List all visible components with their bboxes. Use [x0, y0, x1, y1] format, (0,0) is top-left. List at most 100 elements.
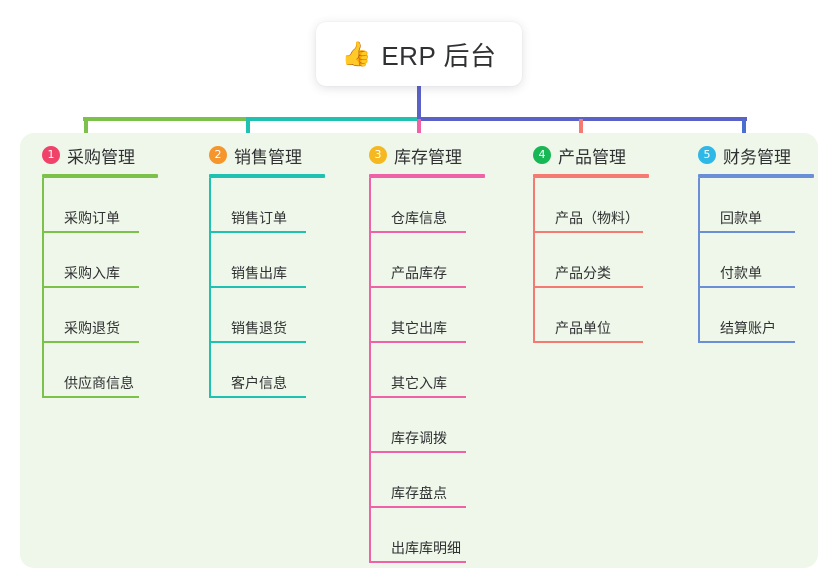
- leaf-item-label: 客户信息: [231, 375, 287, 391]
- column-header-1[interactable]: 1 采购管理: [31, 143, 158, 167]
- leaf-item[interactable]: 客户信息: [209, 343, 325, 398]
- leaf-item-label: 仓库信息: [391, 210, 447, 226]
- leaf-item-label: 采购退货: [64, 320, 120, 336]
- column-spine-4: [533, 178, 535, 343]
- column-title-2: 销售管理: [234, 147, 302, 167]
- column-spine-2: [209, 178, 211, 398]
- leaf-item-label: 采购订单: [64, 210, 120, 226]
- leaf-item-rule: [209, 341, 306, 343]
- leaf-item-rule: [42, 396, 139, 398]
- column-underline-2: [209, 174, 325, 178]
- diagram-panel: [20, 133, 818, 568]
- column-header-3[interactable]: 3 库存管理: [358, 143, 485, 167]
- leaf-item-label: 产品库存: [391, 265, 447, 281]
- leaf-item-rule: [698, 231, 795, 233]
- leaf-item-label: 结算账户: [720, 320, 776, 336]
- leaf-item[interactable]: 付款单: [698, 233, 814, 288]
- leaf-item-rule: [369, 506, 466, 508]
- leaf-item-label: 产品（物料）: [555, 210, 639, 226]
- leaf-item-label: 销售订单: [231, 210, 287, 226]
- leaf-item[interactable]: 其它出库: [369, 288, 485, 343]
- column-header-2[interactable]: 2 销售管理: [198, 143, 325, 167]
- column-items-2: 销售订单销售出库销售退货客户信息: [209, 178, 325, 398]
- column-1: 1 采购管理采购订单采购入库采购退货供应商信息: [31, 143, 158, 398]
- leaf-item-label: 库存盘点: [391, 485, 447, 501]
- thumbs-up-icon: 👍: [341, 40, 372, 68]
- leaf-item[interactable]: 仓库信息: [369, 178, 485, 233]
- leaf-item[interactable]: 库存盘点: [369, 453, 485, 508]
- column-badge-3: 3: [369, 146, 387, 164]
- column-spine-5: [698, 178, 700, 343]
- leaf-item[interactable]: 产品分类: [533, 233, 649, 288]
- root-node[interactable]: 👍 ERP 后台: [316, 22, 522, 86]
- leaf-item[interactable]: 结算账户: [698, 288, 814, 343]
- leaf-item-label: 付款单: [720, 265, 762, 281]
- leaf-item[interactable]: 供应商信息: [42, 343, 158, 398]
- leaf-item-label: 销售退货: [231, 320, 287, 336]
- column-title-4: 产品管理: [558, 147, 626, 167]
- leaf-item-rule: [369, 231, 466, 233]
- leaf-item-rule: [209, 286, 306, 288]
- leaf-item-rule: [369, 286, 466, 288]
- leaf-item-rule: [209, 396, 306, 398]
- leaf-item-rule: [533, 341, 643, 343]
- leaf-item[interactable]: 采购退货: [42, 288, 158, 343]
- leaf-item[interactable]: 产品（物料）: [533, 178, 649, 233]
- column-spine-3: [369, 178, 371, 563]
- column-badge-5: 5: [698, 146, 716, 164]
- leaf-item[interactable]: 库存调拨: [369, 398, 485, 453]
- column-header-5[interactable]: 5 财务管理: [687, 143, 814, 167]
- column-badge-2: 2: [209, 146, 227, 164]
- leaf-item[interactable]: 销售出库: [209, 233, 325, 288]
- leaf-item-rule: [42, 341, 139, 343]
- column-items-4: 产品（物料） 产品分类产品单位: [533, 178, 649, 343]
- leaf-item-label: 销售出库: [231, 265, 287, 281]
- leaf-item-label: 其它出库: [391, 320, 447, 336]
- leaf-item-rule: [533, 286, 643, 288]
- leaf-item-label: 库存调拨: [391, 430, 447, 446]
- leaf-item-rule: [209, 231, 306, 233]
- column-title-3: 库存管理: [394, 147, 462, 167]
- leaf-item[interactable]: 产品单位: [533, 288, 649, 343]
- column-badge-1: 1: [42, 146, 60, 164]
- column-items-3: 仓库信息产品库存其它出库其它入库库存调拨库存盘点出库库明细: [369, 178, 485, 563]
- leaf-item-rule: [369, 396, 466, 398]
- leaf-item[interactable]: 其它入库: [369, 343, 485, 398]
- leaf-item-label: 供应商信息: [64, 375, 134, 391]
- leaf-item-rule: [42, 286, 139, 288]
- column-2: 2 销售管理销售订单销售出库销售退货客户信息: [198, 143, 325, 398]
- column-underline-3: [369, 174, 485, 178]
- leaf-item[interactable]: 销售退货: [209, 288, 325, 343]
- leaf-item-label: 其它入库: [391, 375, 447, 391]
- leaf-item[interactable]: 采购订单: [42, 178, 158, 233]
- leaf-item[interactable]: 采购入库: [42, 233, 158, 288]
- leaf-item-label: 产品单位: [555, 320, 611, 336]
- column-header-4[interactable]: 4 产品管理: [522, 143, 649, 167]
- leaf-item-rule: [533, 231, 643, 233]
- column-5: 5 财务管理回款单付款单结算账户: [687, 143, 814, 343]
- column-spine-1: [42, 178, 44, 398]
- leaf-item-label: 采购入库: [64, 265, 120, 281]
- column-badge-4: 4: [533, 146, 551, 164]
- leaf-item-rule: [369, 341, 466, 343]
- leaf-item-rule: [42, 231, 139, 233]
- column-4: 4 产品管理产品（物料） 产品分类产品单位: [522, 143, 649, 343]
- leaf-item-rule: [698, 286, 795, 288]
- leaf-item-rule: [369, 451, 466, 453]
- root-title: ERP 后台: [381, 40, 497, 71]
- leaf-item[interactable]: 出库库明细: [369, 508, 485, 563]
- column-items-5: 回款单付款单结算账户: [698, 178, 814, 343]
- leaf-item-rule: [369, 561, 466, 563]
- column-underline-1: [42, 174, 158, 178]
- leaf-item[interactable]: 回款单: [698, 178, 814, 233]
- column-underline-4: [533, 174, 649, 178]
- leaf-item[interactable]: 产品库存: [369, 233, 485, 288]
- column-title-5: 财务管理: [723, 147, 791, 167]
- column-title-1: 采购管理: [67, 147, 135, 167]
- leaf-item-label: 出库库明细: [391, 540, 461, 556]
- leaf-item[interactable]: 销售订单: [209, 178, 325, 233]
- column-3: 3 库存管理仓库信息产品库存其它出库其它入库库存调拨库存盘点出库库明细: [358, 143, 485, 563]
- leaf-item-rule: [698, 341, 795, 343]
- leaf-item-label: 回款单: [720, 210, 762, 226]
- column-items-1: 采购订单采购入库采购退货供应商信息: [42, 178, 158, 398]
